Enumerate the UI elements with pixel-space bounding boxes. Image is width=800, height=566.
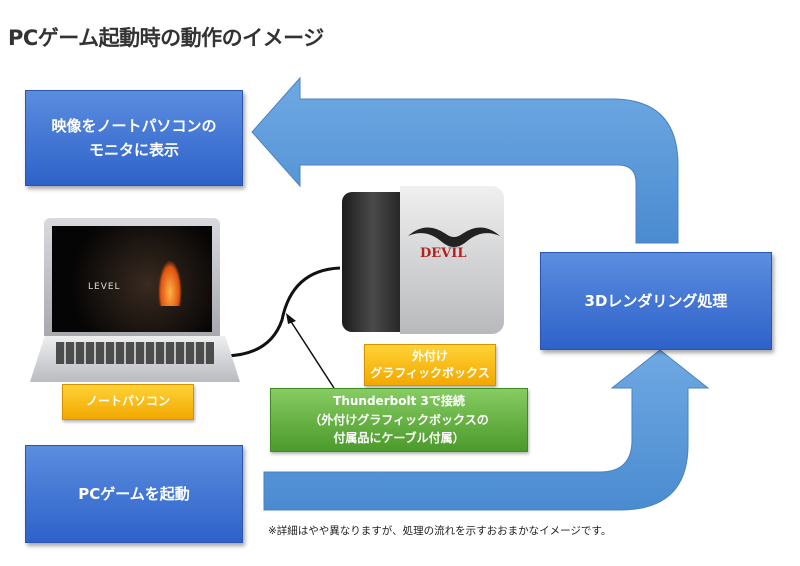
- display-box-line2: モニタに表示: [88, 141, 179, 159]
- gpu-box-side: [342, 192, 404, 332]
- footnote: ※詳細はやや異なりますが、処理の流れを示すおおまかなイメージです。: [268, 525, 612, 537]
- flame-graphic: [158, 260, 182, 306]
- gpu-brand-mark: DEVIL: [420, 246, 467, 261]
- display-box-line1: 映像をノートパソコンの: [51, 117, 217, 135]
- connection-label: Thunderbolt 3で接続 （外付けグラフィックボックスの 付属品にケーブ…: [270, 388, 528, 452]
- external-gpu-label-line2: グラフィックボックス: [370, 366, 490, 380]
- rendering-box-label: 3Dレンダリング処理: [584, 292, 728, 310]
- launch-game-box: PCゲームを起動: [25, 445, 243, 543]
- top-flow-arrow: [251, 76, 679, 244]
- external-gpu-label: 外付け グラフィックボックス: [364, 344, 496, 386]
- thunderbolt-cable: [224, 266, 341, 358]
- page-title: PCゲーム起動時の動作のイメージ: [8, 26, 324, 50]
- display-on-notebook-box: 映像をノートパソコンの モニタに表示: [25, 90, 243, 186]
- connection-label-line2: （外付けグラフィックボックスの: [309, 412, 489, 427]
- connection-pointer: [289, 319, 335, 389]
- notebook-label: ノートパソコン: [62, 384, 194, 420]
- connection-pointer-head: [286, 313, 296, 324]
- notebook-pc-image: LEVEL: [30, 218, 240, 393]
- launch-box-label: PCゲームを起動: [78, 485, 190, 503]
- laptop-screen: [52, 226, 212, 332]
- gpu-box-front: [400, 186, 504, 334]
- rendering-box: 3Dレンダリング処理: [540, 252, 772, 350]
- connection-label-line1: Thunderbolt 3で接続: [333, 394, 465, 409]
- external-gpu-box-image: DEVIL: [336, 182, 508, 340]
- bottom-flow-arrow: [263, 349, 710, 511]
- laptop-logo: LEVEL: [88, 282, 121, 292]
- connection-label-line3: 付属品にケーブル付属）: [333, 431, 465, 446]
- tribal-emblem: [408, 227, 500, 247]
- external-gpu-label-line1: 外付け: [411, 348, 448, 363]
- notebook-label-text: ノートパソコン: [85, 394, 170, 409]
- laptop-keyboard: [56, 342, 214, 364]
